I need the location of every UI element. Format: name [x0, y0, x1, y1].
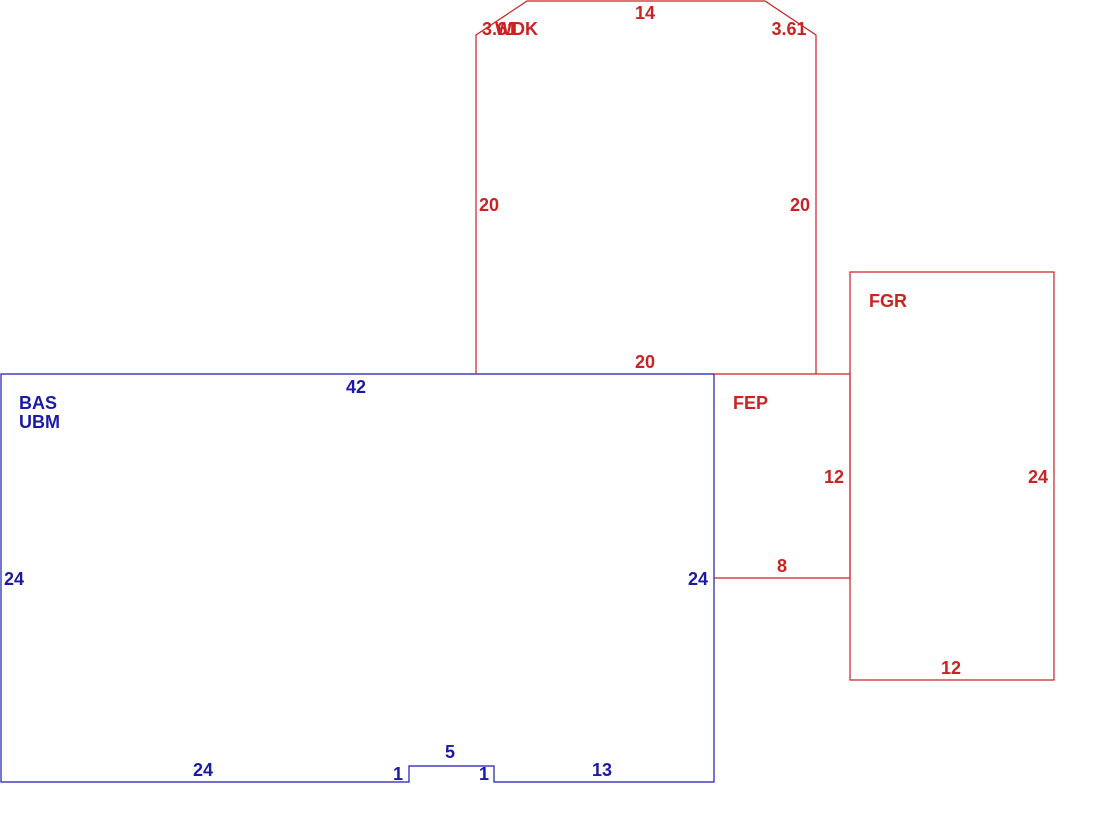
wdk-dim-top: 14 — [635, 3, 655, 23]
wdk-code-label: WDK — [495, 19, 538, 39]
wdk-dim-chamfer-left: 3.61 — [482, 19, 517, 39]
bas-dim-bottom-right: 13 — [592, 760, 612, 780]
wdk-dim-chamfer-right: 3.61 — [771, 19, 806, 39]
wdk-dim-left: 20 — [479, 195, 499, 215]
fgr-code-label: FGR — [869, 291, 907, 311]
bas-code-label: BAS — [19, 393, 57, 413]
wdk-dim-bottom: 20 — [635, 352, 655, 372]
bas-dim-notch-right: 1 — [479, 764, 489, 784]
bas-sub-label: UBM — [19, 412, 60, 432]
fep-dim-right: 12 — [824, 467, 844, 487]
bas-outline — [0, 373, 715, 783]
fgr-outline — [849, 271, 1055, 681]
fep-dim-bottom: 8 — [777, 556, 787, 576]
wdk-dim-right: 20 — [790, 195, 810, 215]
bas-dim-left: 24 — [4, 569, 24, 589]
bas-dim-notch-left: 1 — [393, 764, 403, 784]
bas-dim-top: 42 — [346, 377, 366, 397]
bas-dim-notch-top: 5 — [445, 742, 455, 762]
wdk-outline — [475, 0, 817, 374]
bas-dim-bottom-left: 24 — [193, 760, 213, 780]
fgr-dim-bottom: 12 — [941, 658, 961, 678]
fgr-dim-right: 24 — [1028, 467, 1048, 487]
fep-code-label: FEP — [733, 393, 768, 413]
bas-dim-right: 24 — [688, 569, 708, 589]
